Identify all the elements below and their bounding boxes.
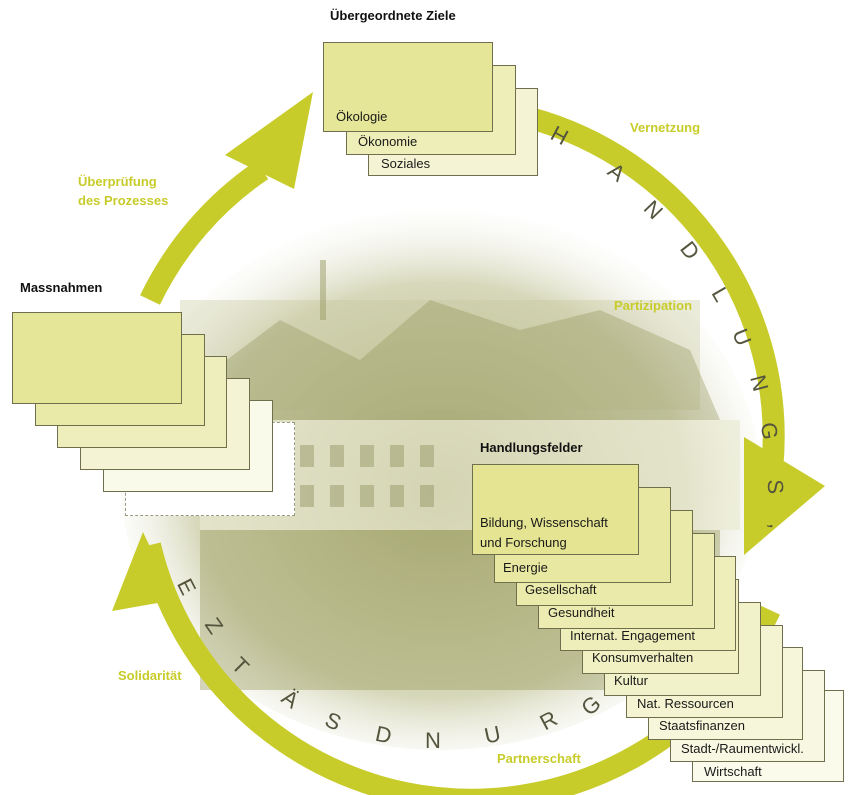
goal-card-oekologie [323,42,493,132]
goal-label-oekologie: Ökologie [336,109,388,124]
goal-label-oekonomie: Ökonomie [358,134,418,149]
field-label-energie: Energie [503,560,548,575]
measure-card-1 [12,312,182,404]
heading-fields: Handlungsfelder [480,440,583,455]
ring-arc-right [527,107,785,472]
principle-vernetzung: Vernetzung [630,120,701,135]
field-label-bildung-1: Bildung, Wissenschaft [480,515,608,530]
arc-letter: N [425,728,441,753]
heading-goals: Übergeordnete Ziele [330,8,456,23]
field-label-ressourcen: Nat. Ressourcen [637,696,734,711]
field-label-bildung-2: und Forschung [480,535,567,550]
arc-letter: G [756,421,783,441]
goal-label-soziales: Soziales [381,156,431,171]
principle-solidaritaet: Solidarität [118,668,182,683]
arrow-head-top [225,92,313,189]
field-label-stadt: Stadt-/Raumentwickl. [681,741,804,756]
field-label-gesundheit: Gesundheit [548,605,615,620]
arc-letter: , [765,523,790,530]
arc-letter: N [745,372,773,394]
principle-partizipation: Partizipation [614,298,693,313]
ring-arc-left [140,160,269,305]
arrow-head-left [112,532,175,611]
arc-letter: U [482,721,503,749]
field-label-kultur: Kultur [614,673,648,688]
heading-measures: Massnahmen [20,280,103,295]
principle-ueberpruefung-line1: Überprüfung [78,174,157,189]
field-label-engagement: Internat. Engagement [570,628,696,643]
background-photo [120,210,760,750]
field-label-gesellschaft: Gesellschaft [525,582,597,597]
field-label-staatsfinanzen: Staatsfinanzen [659,718,746,733]
field-label-konsum: Konsumverhalten [592,650,694,665]
arrow-head-right [744,437,825,555]
principle-partnerschaft: Partnerschaft [497,751,581,766]
field-label-wirtschaft: Wirtschaft [704,764,762,779]
arc-letter: L [707,283,735,306]
principle-ueberpruefung-line2: des Prozesses [78,193,169,208]
arc-letter: S [763,479,788,495]
field-card-bildung [472,464,639,555]
arc-letter: D [373,721,394,749]
